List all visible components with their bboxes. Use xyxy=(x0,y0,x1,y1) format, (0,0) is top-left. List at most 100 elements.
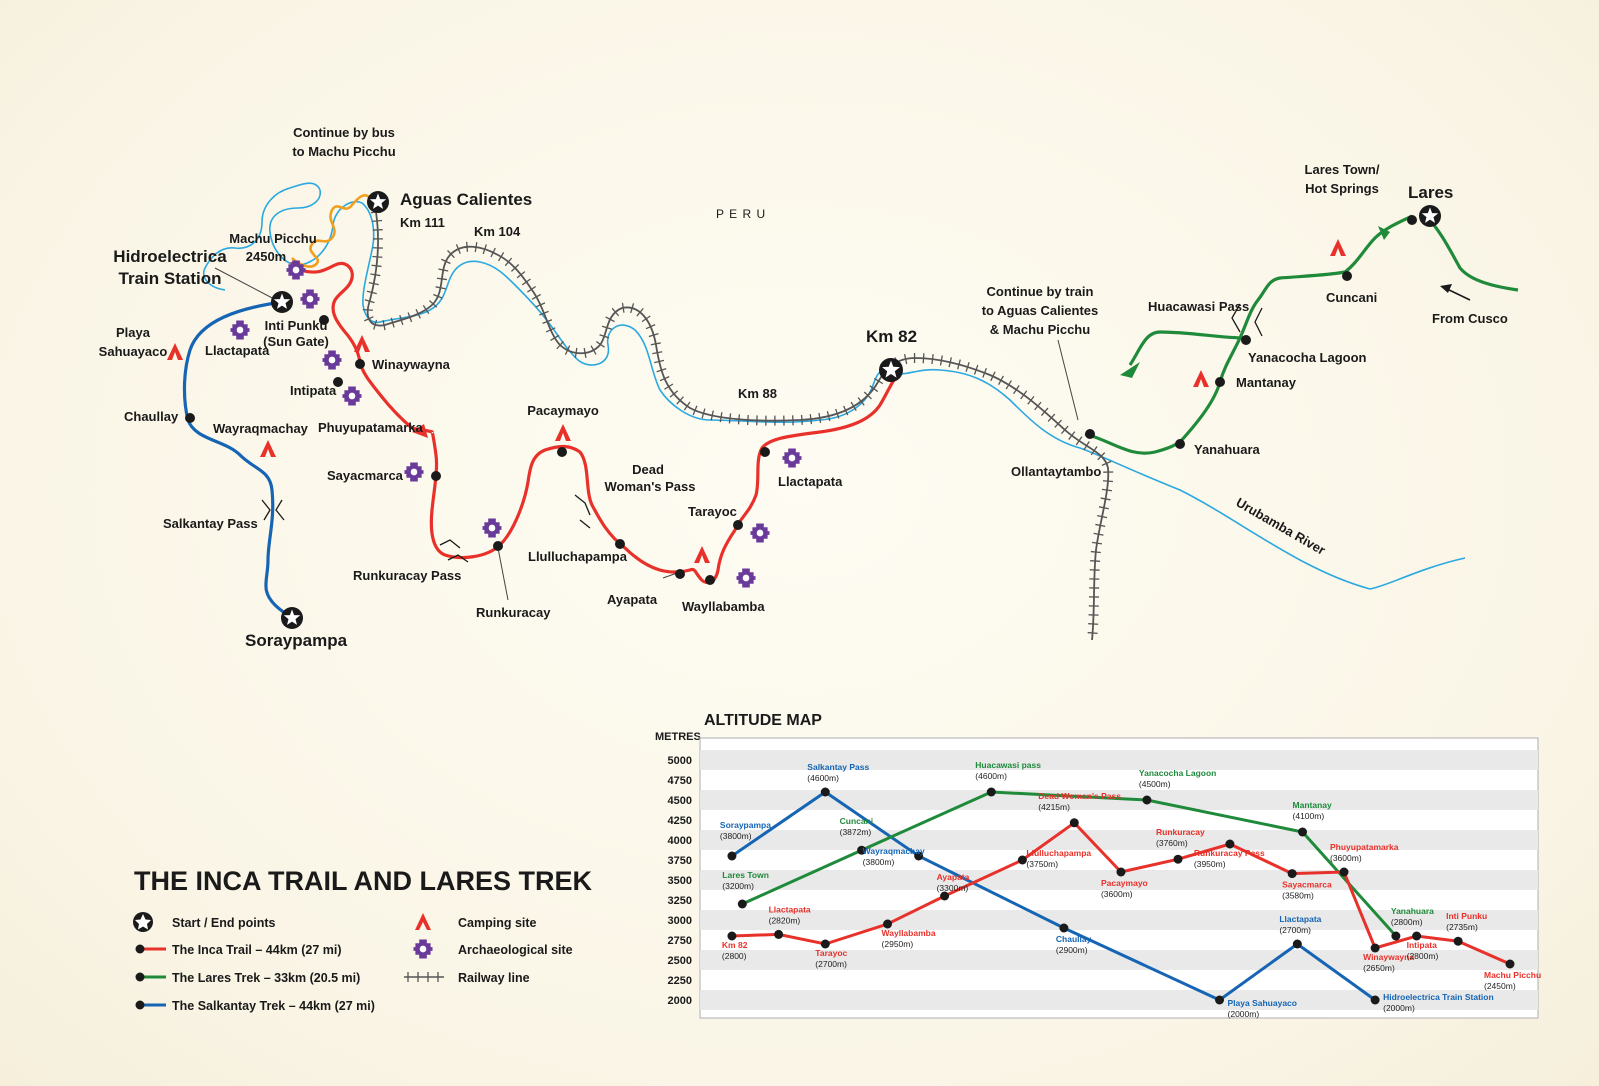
railway-tie xyxy=(863,391,872,400)
series-point xyxy=(1225,839,1235,849)
railway-tie xyxy=(922,353,925,364)
start-end-star-icon xyxy=(879,358,903,382)
point-elevation-label: (2650m) xyxy=(1363,963,1395,973)
series-point xyxy=(820,787,830,797)
start-end-star-icon xyxy=(367,191,389,213)
cuncani-label: Cuncani xyxy=(1326,290,1377,305)
point-label: Chaullay xyxy=(1056,934,1092,944)
urubamba-river-upper xyxy=(1369,557,1466,590)
legend-lares-text: The Lares Trek – 33km (20.5 mi) xyxy=(172,971,360,985)
salkantay-trek-route xyxy=(182,300,294,620)
waypoint-dot xyxy=(1342,271,1352,281)
urubamba-river xyxy=(203,182,1371,590)
railway-tie xyxy=(641,315,651,323)
railway-tie xyxy=(1095,523,1106,528)
railway-tie xyxy=(438,268,449,272)
railway-tie xyxy=(656,368,667,373)
bus-note-line1: Continue by bus xyxy=(293,125,395,140)
railway-tie xyxy=(869,385,879,393)
chaullay-label: Chaullay xyxy=(124,409,179,424)
waypoint-dot xyxy=(355,359,365,369)
km104-label: Km 104 xyxy=(474,224,521,239)
machu-picchu-label-2: 2450m xyxy=(246,249,286,264)
railway-tie xyxy=(545,327,556,333)
railway-tie xyxy=(1088,623,1099,625)
series-point xyxy=(1116,867,1126,877)
railway-tie xyxy=(857,397,865,406)
y-tick-label: 4750 xyxy=(668,775,692,787)
waypoint-dot xyxy=(185,413,195,423)
archaeological-site-icon xyxy=(300,289,320,309)
railway-tie xyxy=(1075,436,1083,446)
railway-tie xyxy=(818,412,822,423)
point-label: Cuncani xyxy=(840,816,874,826)
point-elevation-label: (3750m) xyxy=(1026,859,1058,869)
railway-tie xyxy=(809,414,813,425)
railway-tie xyxy=(539,310,549,316)
archaeological-site-icon xyxy=(413,939,433,959)
railway-tie xyxy=(931,354,934,365)
railway-tie xyxy=(441,258,451,265)
star-icon xyxy=(135,914,151,930)
point-label: Ayapata xyxy=(937,872,970,882)
railway-tie xyxy=(368,282,379,286)
legend-railway: Railway line xyxy=(404,971,530,985)
railway-tie xyxy=(504,257,513,267)
series-point xyxy=(914,851,924,861)
lares-town-label-1: Lares Town/ xyxy=(1305,162,1380,177)
llactapata-east-label: Llactapata xyxy=(778,474,843,489)
ollantaytambo-label: Ollantaytambo xyxy=(1011,464,1101,479)
start-end-star-icon xyxy=(271,291,293,313)
train-note-line2: to Aguas Calientes xyxy=(982,303,1099,318)
waypoint-dot xyxy=(1175,439,1185,449)
point-elevation-label: (2800m) xyxy=(1391,917,1423,927)
series-point xyxy=(1505,959,1515,969)
start-end-markers xyxy=(271,191,1441,629)
railway-tie xyxy=(1034,401,1042,411)
railway-tie xyxy=(636,307,644,317)
point-label: Yanacocha Lagoon xyxy=(1139,768,1216,778)
point-label: Llactapata xyxy=(769,904,811,914)
archaeological-site-icon xyxy=(782,448,802,468)
point-label: Inti Punku xyxy=(1446,911,1487,921)
railway-tie xyxy=(659,376,670,382)
point-elevation-label: (2800m) xyxy=(1407,951,1439,961)
waypoint-dot xyxy=(675,569,685,579)
point-elevation-label: (3600m) xyxy=(1101,889,1133,899)
altitude-chart: ALTITUDE MAP METRES 50004750450042504000… xyxy=(655,712,1541,1019)
series-point xyxy=(1142,795,1152,805)
playa-label-2: Sahuayaco xyxy=(99,344,168,359)
legend-salkantay: The Salkantay Trek – 44km (27 mi) xyxy=(135,999,375,1013)
railway-tie xyxy=(433,293,443,299)
series-point xyxy=(820,939,830,949)
series-point xyxy=(1017,855,1027,865)
railway-tie xyxy=(1005,380,1012,390)
railway-tie xyxy=(1027,395,1035,405)
series-point xyxy=(1287,869,1297,879)
railway-tie xyxy=(550,334,560,342)
bus-route xyxy=(291,194,374,268)
lares-trek-arrow-west xyxy=(1120,362,1140,378)
railway-tie xyxy=(728,413,732,424)
series-point xyxy=(737,899,747,909)
point-elevation-label: (2450m) xyxy=(1484,981,1516,991)
start-end-star-icon xyxy=(281,607,303,629)
railway-tie xyxy=(1087,631,1098,634)
point-elevation-label: (4600m) xyxy=(975,771,1007,781)
waypoint-dot xyxy=(557,447,567,457)
series-point xyxy=(774,929,784,939)
railway-tie xyxy=(664,383,674,390)
railway-tie xyxy=(490,247,496,258)
point-label: Runkuracay Pass xyxy=(1194,848,1265,858)
point-label: Wayraqmachay xyxy=(863,846,925,856)
railway-tie xyxy=(652,351,663,355)
archaeological-site-icon xyxy=(322,350,342,370)
point-label: Km 82 xyxy=(722,940,748,950)
tent-icon xyxy=(415,913,431,930)
railway-tie xyxy=(422,304,430,315)
series-point xyxy=(1370,995,1380,1005)
railway-tie xyxy=(407,312,413,323)
point-label: Llactapata xyxy=(1279,914,1321,924)
railway-tie xyxy=(1098,506,1109,510)
railway-tie xyxy=(1093,532,1104,536)
